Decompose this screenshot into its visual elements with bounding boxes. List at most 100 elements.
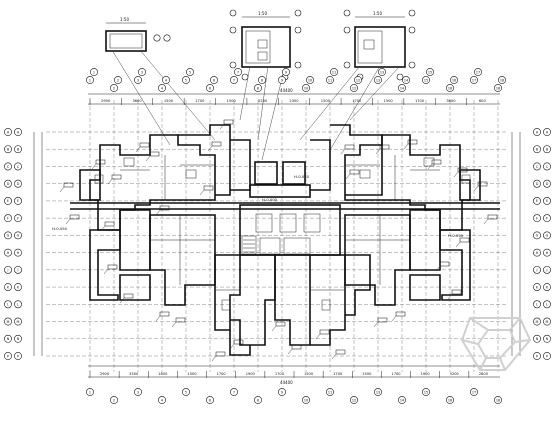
- svg-text:J: J: [17, 268, 19, 272]
- top-axis-bubble-alt: 3: [138, 68, 146, 76]
- left-axis-bubble-alt: C: [14, 162, 22, 171]
- svg-text:13: 13: [376, 390, 380, 394]
- svg-text:H: H: [7, 251, 10, 255]
- dimension-value: 1500: [227, 99, 237, 103]
- svg-text:A: A: [7, 130, 10, 134]
- svg-text:16: 16: [448, 86, 452, 90]
- svg-text:H: H: [17, 251, 20, 255]
- svg-text:M: M: [536, 320, 539, 324]
- bottom-axis-bubble: 3: [134, 388, 142, 396]
- svg-text:E: E: [546, 199, 548, 203]
- room-tag: [149, 151, 160, 157]
- svg-text:J: J: [536, 268, 538, 272]
- top-axis-bubble-alt: 17: [474, 68, 482, 76]
- svg-text:3: 3: [137, 390, 139, 394]
- top-axis-bubble: 17: [470, 76, 478, 84]
- dimension-value: 3600: [446, 99, 456, 103]
- svg-text:12: 12: [352, 86, 356, 90]
- room-tag: [335, 349, 346, 355]
- svg-text:A: A: [546, 130, 549, 134]
- top-axis-bubble-alt: 14: [402, 76, 410, 84]
- elevation-label-3: H-0.050: [294, 174, 310, 179]
- bottom-axis-bubble: 15: [422, 388, 430, 396]
- svg-text:8: 8: [257, 398, 259, 402]
- top-axis-bubble-alt: 7: [234, 68, 242, 76]
- right-axis-bubble: D: [533, 179, 541, 188]
- svg-text:L: L: [536, 303, 538, 307]
- right-axis-bubble: N: [533, 334, 541, 343]
- svg-text:E: E: [17, 199, 19, 203]
- right-axis-bubble: G: [533, 231, 541, 240]
- top-overall-dim: 44400: [280, 88, 293, 93]
- dimension-value: 1500: [187, 372, 197, 376]
- svg-text:14: 14: [404, 78, 408, 82]
- svg-text:10: 10: [304, 398, 308, 402]
- bottom-axis-bubble: 12: [350, 396, 358, 404]
- svg-text:4: 4: [165, 78, 167, 82]
- room-tag: [104, 221, 115, 227]
- detail-leader-lines: [111, 49, 401, 161]
- top-axis-bubble-alt: 13: [378, 68, 386, 76]
- left-axis-bubble-alt: A: [14, 128, 22, 136]
- svg-text:C: C: [536, 165, 539, 169]
- dimension-value: 600: [479, 99, 487, 103]
- top-axis-bubble-alt: 16: [450, 76, 458, 84]
- detail-plan-3: 1:50: [343, 9, 416, 81]
- svg-text:4: 4: [161, 86, 163, 90]
- svg-text:P: P: [7, 354, 9, 358]
- svg-text:17: 17: [472, 390, 476, 394]
- left-axis-bubble-alt: K: [14, 283, 22, 291]
- right-axis-bubble: P: [533, 352, 541, 360]
- svg-text:C: C: [7, 165, 10, 169]
- left-axis-bubble-alt: P: [14, 352, 22, 360]
- room-tag: [139, 142, 150, 148]
- top-axis-bubble: 1: [86, 76, 94, 84]
- svg-text:7: 7: [233, 390, 235, 394]
- svg-text:M: M: [7, 320, 10, 324]
- room-tag: [431, 159, 442, 165]
- svg-text:5: 5: [189, 70, 191, 74]
- svg-text:2: 2: [113, 398, 115, 402]
- svg-text:F: F: [7, 216, 9, 220]
- top-axis-bubble-alt: 18: [498, 76, 506, 84]
- svg-text:17: 17: [472, 78, 476, 82]
- svg-text:M: M: [546, 320, 549, 324]
- svg-text:N: N: [536, 337, 539, 341]
- top-axis-bubble-alt: 6: [210, 76, 218, 84]
- main-floor-plan: [70, 124, 500, 356]
- right-axis-bubble: F: [533, 214, 541, 223]
- left-axis-bubble: K: [4, 283, 12, 291]
- elevation-label-1: H-0.050: [52, 226, 68, 231]
- dimension-value: 1500: [362, 372, 372, 376]
- svg-text:12: 12: [352, 398, 356, 402]
- top-axis-bubble: 5: [182, 76, 190, 84]
- top-axis-bubble: 13: [374, 76, 382, 84]
- right-axis-bubble-alt: G: [543, 231, 551, 240]
- svg-text:G: G: [17, 234, 20, 238]
- left-axis-bubble: L: [4, 300, 12, 309]
- svg-text:4: 4: [161, 398, 163, 402]
- right-axis-bubble: E: [533, 197, 541, 205]
- svg-text:11: 11: [328, 390, 332, 394]
- top-axis-bubble: 7: [230, 76, 238, 84]
- svg-text:P: P: [546, 354, 548, 358]
- svg-text:14: 14: [400, 398, 404, 402]
- svg-text:1: 1: [89, 78, 91, 82]
- svg-text:C: C: [17, 165, 20, 169]
- room-tag: [111, 174, 122, 180]
- left-axis-bubble: B: [4, 145, 12, 154]
- room-tag: [379, 144, 390, 150]
- svg-text:P: P: [17, 354, 19, 358]
- bottom-axis-bubble: 13: [374, 388, 382, 396]
- right-axis-bubble-alt: D: [543, 179, 551, 188]
- svg-text:H: H: [546, 251, 549, 255]
- right-axis-bubble-alt: P: [543, 352, 551, 360]
- top-axis-bubble-alt: 11: [330, 68, 338, 76]
- svg-text:13: 13: [380, 70, 384, 74]
- elevation-label-2: H-0.000: [262, 197, 278, 202]
- svg-text:11: 11: [332, 70, 336, 74]
- top-axis-bubble: 4: [158, 84, 166, 92]
- svg-text:6: 6: [209, 398, 211, 402]
